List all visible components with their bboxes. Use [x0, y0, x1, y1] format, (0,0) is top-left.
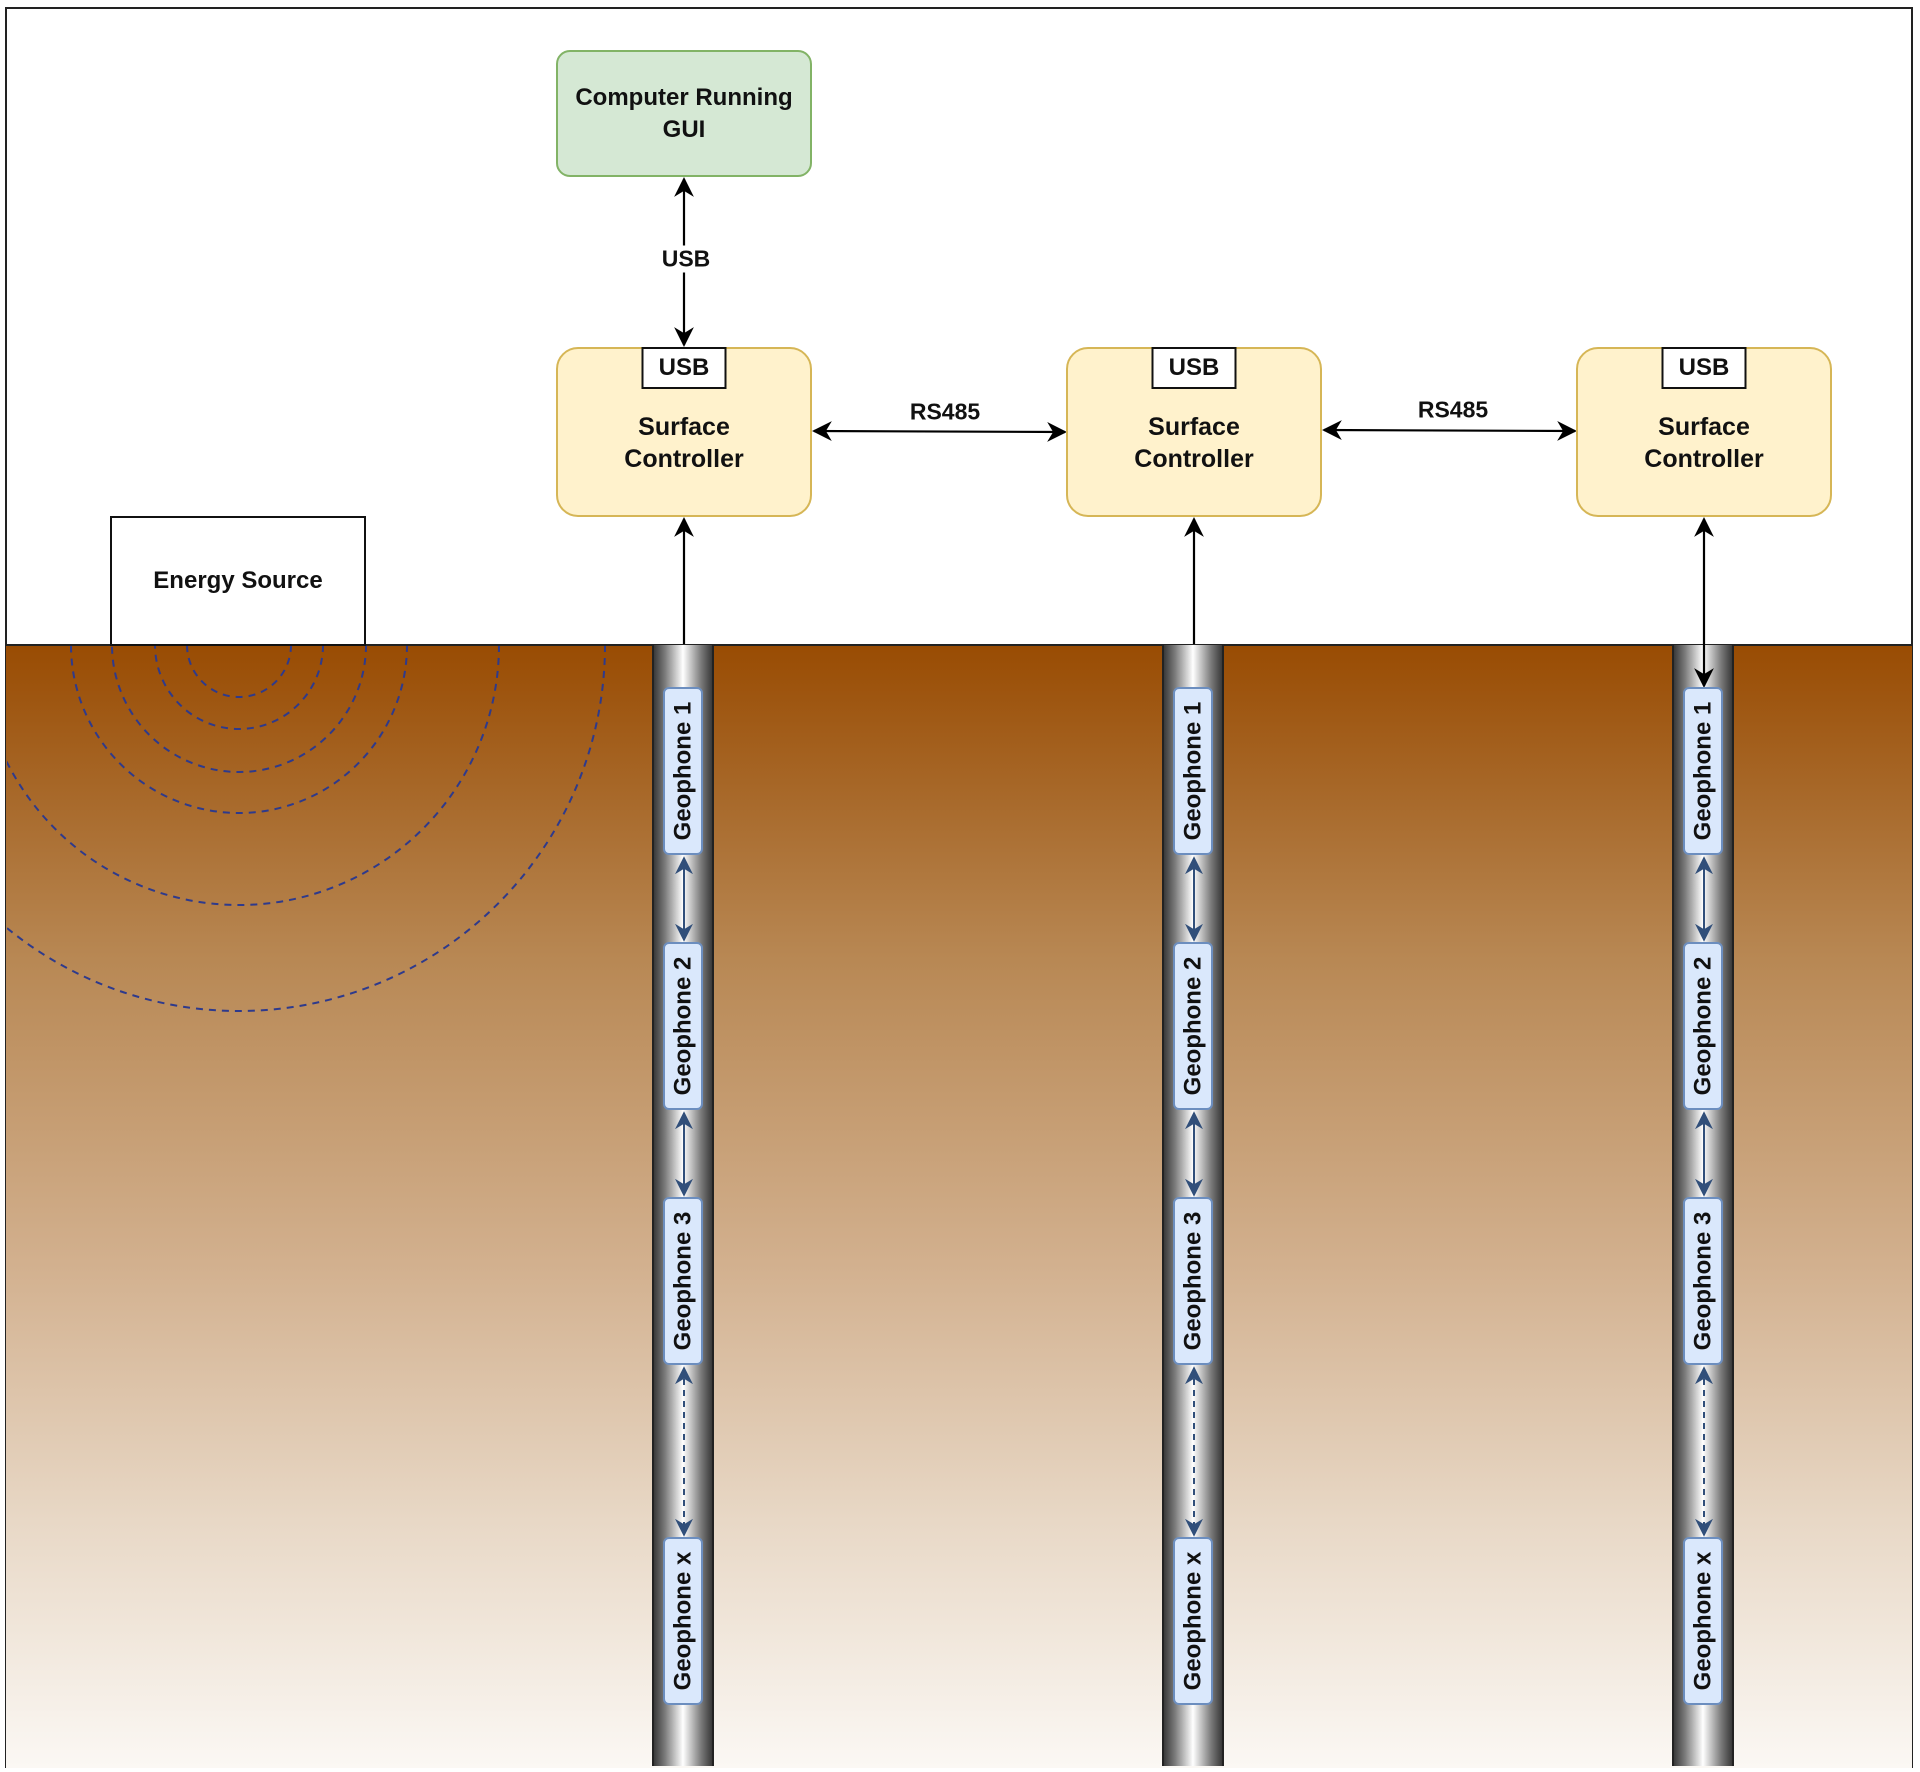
- ground-layer: [6, 644, 1912, 1768]
- surface-controller-3: USB Surface Controller: [1576, 347, 1832, 517]
- usb-link-label: USB: [657, 245, 715, 273]
- energy-source-node: Energy Source: [110, 516, 366, 646]
- wave-ring: [70, 646, 408, 814]
- wave-ring: [111, 646, 367, 773]
- wave-ring: [7, 646, 500, 906]
- rs485-link-label-1: RS485: [905, 398, 985, 426]
- geophone-node: Geophone 3: [1173, 1197, 1213, 1365]
- geophone-node: Geophone 1: [1173, 687, 1213, 855]
- geophone-node: Geophone 1: [1683, 687, 1723, 855]
- geophone-node: Geophone 2: [1173, 942, 1213, 1110]
- geophone-label: Geophone 2: [669, 956, 696, 1096]
- rs485-link-arrow-1: [812, 421, 1067, 442]
- rs485-link-label-2: RS485: [1413, 396, 1493, 424]
- seismic-waves: [7, 646, 606, 1012]
- geophone-node: Geophone 3: [1683, 1197, 1723, 1365]
- geophone-label: Geophone 3: [1689, 1211, 1716, 1351]
- geophone-node: Geophone 3: [663, 1197, 703, 1365]
- geophone-label: Geophone 1: [1689, 701, 1716, 841]
- geophone-label: Geophone x: [1179, 1551, 1206, 1691]
- usb-port-tag: USB: [1151, 347, 1237, 389]
- controller-label: Surface Controller: [1644, 412, 1764, 474]
- computer-gui-node: Computer Running GUI: [556, 50, 812, 177]
- geophone-node: Geophone x: [1683, 1537, 1723, 1705]
- geophone-node: Geophone x: [663, 1537, 703, 1705]
- geophone-label: Geophone 1: [669, 701, 696, 841]
- geophone-node: Geophone x: [1173, 1537, 1213, 1705]
- geophone-label: Geophone 3: [669, 1211, 696, 1351]
- geophone-node: Geophone 1: [663, 687, 703, 855]
- wave-ring: [154, 646, 324, 730]
- geophone-label: Geophone 3: [1179, 1211, 1206, 1351]
- geophone-node: Geophone 2: [663, 942, 703, 1110]
- geophone-label: Geophone 2: [1179, 956, 1206, 1096]
- usb-port-tag: USB: [641, 347, 727, 389]
- usb-port-tag: USB: [1661, 347, 1747, 389]
- geophone-label: Geophone x: [669, 1551, 696, 1691]
- geophone-label: Geophone 1: [1179, 701, 1206, 841]
- wave-ring: [186, 646, 292, 698]
- controller-label: Surface Controller: [624, 412, 744, 474]
- rs485-link-arrow-2: [1322, 420, 1577, 441]
- wave-ring: [7, 646, 606, 1012]
- surface-controller-2: USB Surface Controller: [1066, 347, 1322, 517]
- geophone-node: Geophone 2: [1683, 942, 1723, 1110]
- geophone-label: Geophone 2: [1689, 956, 1716, 1096]
- geophone-label: Geophone x: [1689, 1551, 1716, 1691]
- controller-label: Surface Controller: [1134, 412, 1254, 474]
- surface-controller-1: USB Surface Controller: [556, 347, 812, 517]
